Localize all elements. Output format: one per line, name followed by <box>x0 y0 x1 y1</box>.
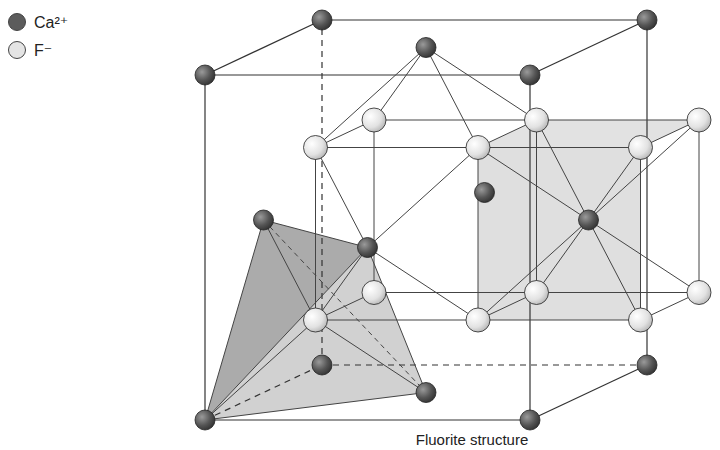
shaded-planes <box>205 120 699 420</box>
legend-entry: F⁻ <box>8 39 52 61</box>
legend-entry: Ca²⁺ <box>8 11 68 33</box>
legend-label: Ca²⁺ <box>34 13 68 32</box>
cell-edges <box>205 20 647 420</box>
ions <box>195 10 711 430</box>
legend-swatch <box>8 13 26 31</box>
caption: Fluorite structure <box>360 431 584 448</box>
bond-lines <box>205 48 699 421</box>
legend-swatch <box>8 41 26 59</box>
legend-label: F⁻ <box>34 41 52 60</box>
